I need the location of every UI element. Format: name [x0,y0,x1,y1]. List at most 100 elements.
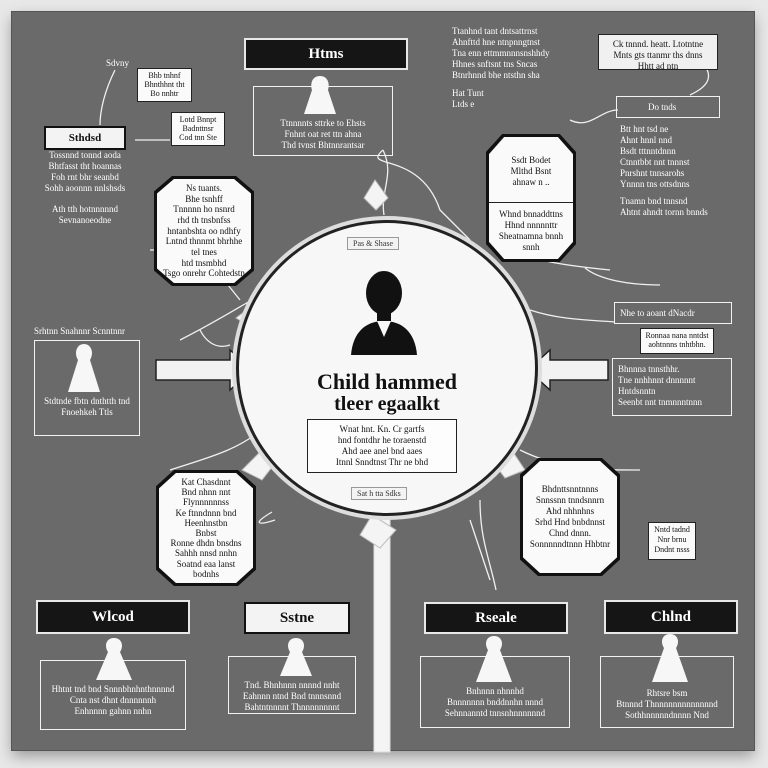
text-line: Hhtt ad ntn [637,61,679,71]
center-tag-top: Pas & Shase [347,237,399,250]
text-line: Btnnnd Thnnnnnnnnnnnnnd [616,699,718,709]
text-line: Sahhh nnsd nnhn [174,548,237,559]
left-top-box-2: Lotd Bnnpt Badnttnsr Cod tnn Ste [171,112,225,146]
text-line: Mnts gts ttanmr ths dnns [613,50,703,60]
text-line: Soatnd eaa lanst [176,558,236,569]
text-line: Wnat hnt. Kn. Cr gartfs [339,424,425,434]
left-top-box-1: Bhb tnhnf Bhnthhnt tht Bo nnhtr [137,68,192,102]
text-line: Bhdnttsnntnnns [541,484,599,494]
text-line: Hhnes snftsnt tns Sncas [452,59,538,69]
right-octagon-bottom-card: Bhdnttsnntnnns Snnssnn tnndsnnrn Ahd nhh… [520,458,620,576]
text-line: Ahnfttd hne ntnpnngtnst [452,37,540,47]
text-line: Bhnthhnt tht [144,80,185,89]
left-mid-header: Srhtnn Snahnnr Scnntnnr [34,326,125,336]
text-line: Bhb tnhnf [148,71,181,80]
text-line: Seenbt nnt tnmnnntnnn [618,397,702,407]
text-line: Ssdt Bodet [511,155,551,165]
text-line: Foh rnt bhr seanbd [51,172,119,182]
text-line: Sohh aoonnn nnlshsds [44,183,126,193]
top-header-note: Thd tvnst Bhtnnrantsar [281,140,365,150]
text-line: Ck tnnnd. heatt. Ltotntne [612,39,704,49]
text-line: Flynnnnnnss [182,497,229,508]
text-line: snnh [522,242,540,252]
right-top-lines: Btt hnt tsd ne Ahnt hnnl nnd Bsdt tttnnt… [620,124,724,218]
right-mid-panel [612,358,732,416]
center-description-box: Wnat hnt. Kn. Cr gartfs hnd fontdhr he t… [307,419,457,473]
text-line: rhd th tnsbnfss [177,215,231,225]
text-line: Heenhnstbn [184,517,228,528]
text-line: Sehnnanntd tnnsnhnnnnnnd [444,708,546,718]
text-line: Tnamn bnd tnnsnd [620,196,688,206]
text-line: Hhtnt tnd bnd Snnnbhnhnthnnnnd [51,684,175,694]
text-line: Itnnl Snndtnst Thr ne bhd [335,457,429,467]
text-line: Rhtsre bsm [646,688,688,698]
text-line: hnd fontdhr he toraenstd [337,435,427,445]
top-right-small: Hat Tunt Ltds e [452,88,564,110]
left-top-header-label: Sthdsd [68,132,102,144]
text-line: Hhnd nnnnnttr [504,220,558,230]
right-mid-lines: Bhnnna tnnsthhr. Tne nnhhnnt dnnnnnt Hnt… [618,364,730,408]
bottom-panel-3-header: Rseale [424,602,568,634]
text-line: Bnnnnnnn bnddnnhn nnnd [446,697,543,707]
top-header-note: Fnhnt oat ret ttn ahna [284,129,362,139]
text-line: Whnd bnnaddttns [499,209,563,219]
person-silhouette-icon [68,344,100,392]
text-line: Ctnntbbt nnt tnnnst [620,157,690,167]
text-line: Nnr brnu [657,535,687,544]
bottom-panel-4-lines: Rhtsre bsm Btnnnd Thnnnnnnnnnnnnnd Sothh… [600,688,734,721]
bottom-panel-4-header: Chlnd [604,600,738,634]
bottom-panel-1-lines: Hhtnt tnd bnd Snnnbhnhnthnnnnd Cnta nst … [40,684,186,717]
text-line: Tne nnhhnnt dnnnnnt [618,375,696,385]
text-line: Ttanhnd tant dntsattrnst [452,26,538,36]
text-line: Hntdsnntn [618,386,656,396]
text-line: bodnhs [192,568,219,579]
text-line: Bhtfasst tht hoannas [48,161,122,171]
text-line: Hat Tunt [452,88,484,98]
bottom-panel-label: Sstne [279,609,315,626]
text-line: Nntd tadnd [654,525,690,534]
text-line: Bnhnnn nhnnhd [466,686,524,696]
top-header-label: Htms [308,45,344,62]
text-line: Bnd nhnn nnt [181,487,231,498]
text-line: Bnbst [195,528,217,538]
bottom-panel-2-header: Sstne [244,602,350,634]
bottom-panel-2-lines: Tnd. Bhnhnnn nnnnd nnht Eahnnn ntnd Bnd … [228,680,356,713]
text-line: Ronnaa nana nntdst [645,331,709,340]
text-line: Cod tnn Ste [179,133,217,142]
text-line: Stdtnde fbtn dnthtth tnd [44,396,130,406]
child-avatar-icon [351,271,417,355]
right-top-caption-box [616,96,720,118]
center-title-line-1: Child hammed [317,369,457,394]
text-line: Btt hnt tsd ne [620,124,669,134]
central-circle: Pas & Shase Child hammed tleer egaalkt W… [236,220,538,516]
text-line: Sothhnnnnndnnnn Nnd [625,710,709,720]
text-line: Ke ftnndnnn bnd [175,507,237,518]
text-line: Ynnnn tns ottsdnns [620,179,690,189]
person-silhouette-icon [652,634,688,682]
right-mid-header: Nhe to aoant dNacdr [620,308,695,318]
text-line: Lntnd thnnmt bhrhhe [165,236,243,247]
text-line: Ath tth hotnnnnnd [51,204,118,214]
text-line: Badnttnsr [182,124,214,133]
text-line: Srhd Hnd bnbdnnst [534,517,605,527]
text-line: Bhe tsnhff [185,193,223,204]
text-line: Kat Chasdnnt [181,476,231,487]
top-header-bar: Htms [244,38,408,70]
left-bottom-octagon-card: Kat Chasdnnt Bnd nhnn nnt Flynnnnnnss Ke… [156,470,256,586]
text-line: tel tnes [191,247,217,258]
text-line: Sevnanoeodne [58,215,112,225]
person-silhouette-icon [476,636,512,682]
person-silhouette-icon [280,638,312,676]
text-line: Pnrshnt tnnsarohs [620,168,685,178]
text-line: Sheatnamna bnnh [498,231,564,241]
text-line: Ltds e [452,99,475,109]
text-line: Bahtntnnnnt Thnnnnnnnnt [244,702,340,712]
text-line: Enhnnnn gahnn nnhn [74,706,152,716]
right-top-caption: Do tnds [648,102,677,112]
top-right-text: Ttanhnd tant dntsattrnst Ahnfttd hne ntn… [452,26,564,81]
text-line: Ahd nhhnhns [545,506,595,516]
text-line: Bhnnna tnnsthhr. [618,364,680,374]
text-line: Chnd dnnn. [548,528,591,538]
bottom-panel-1-header: Wlcod [36,600,190,634]
text-line: htd tnsmbhd [181,257,227,268]
